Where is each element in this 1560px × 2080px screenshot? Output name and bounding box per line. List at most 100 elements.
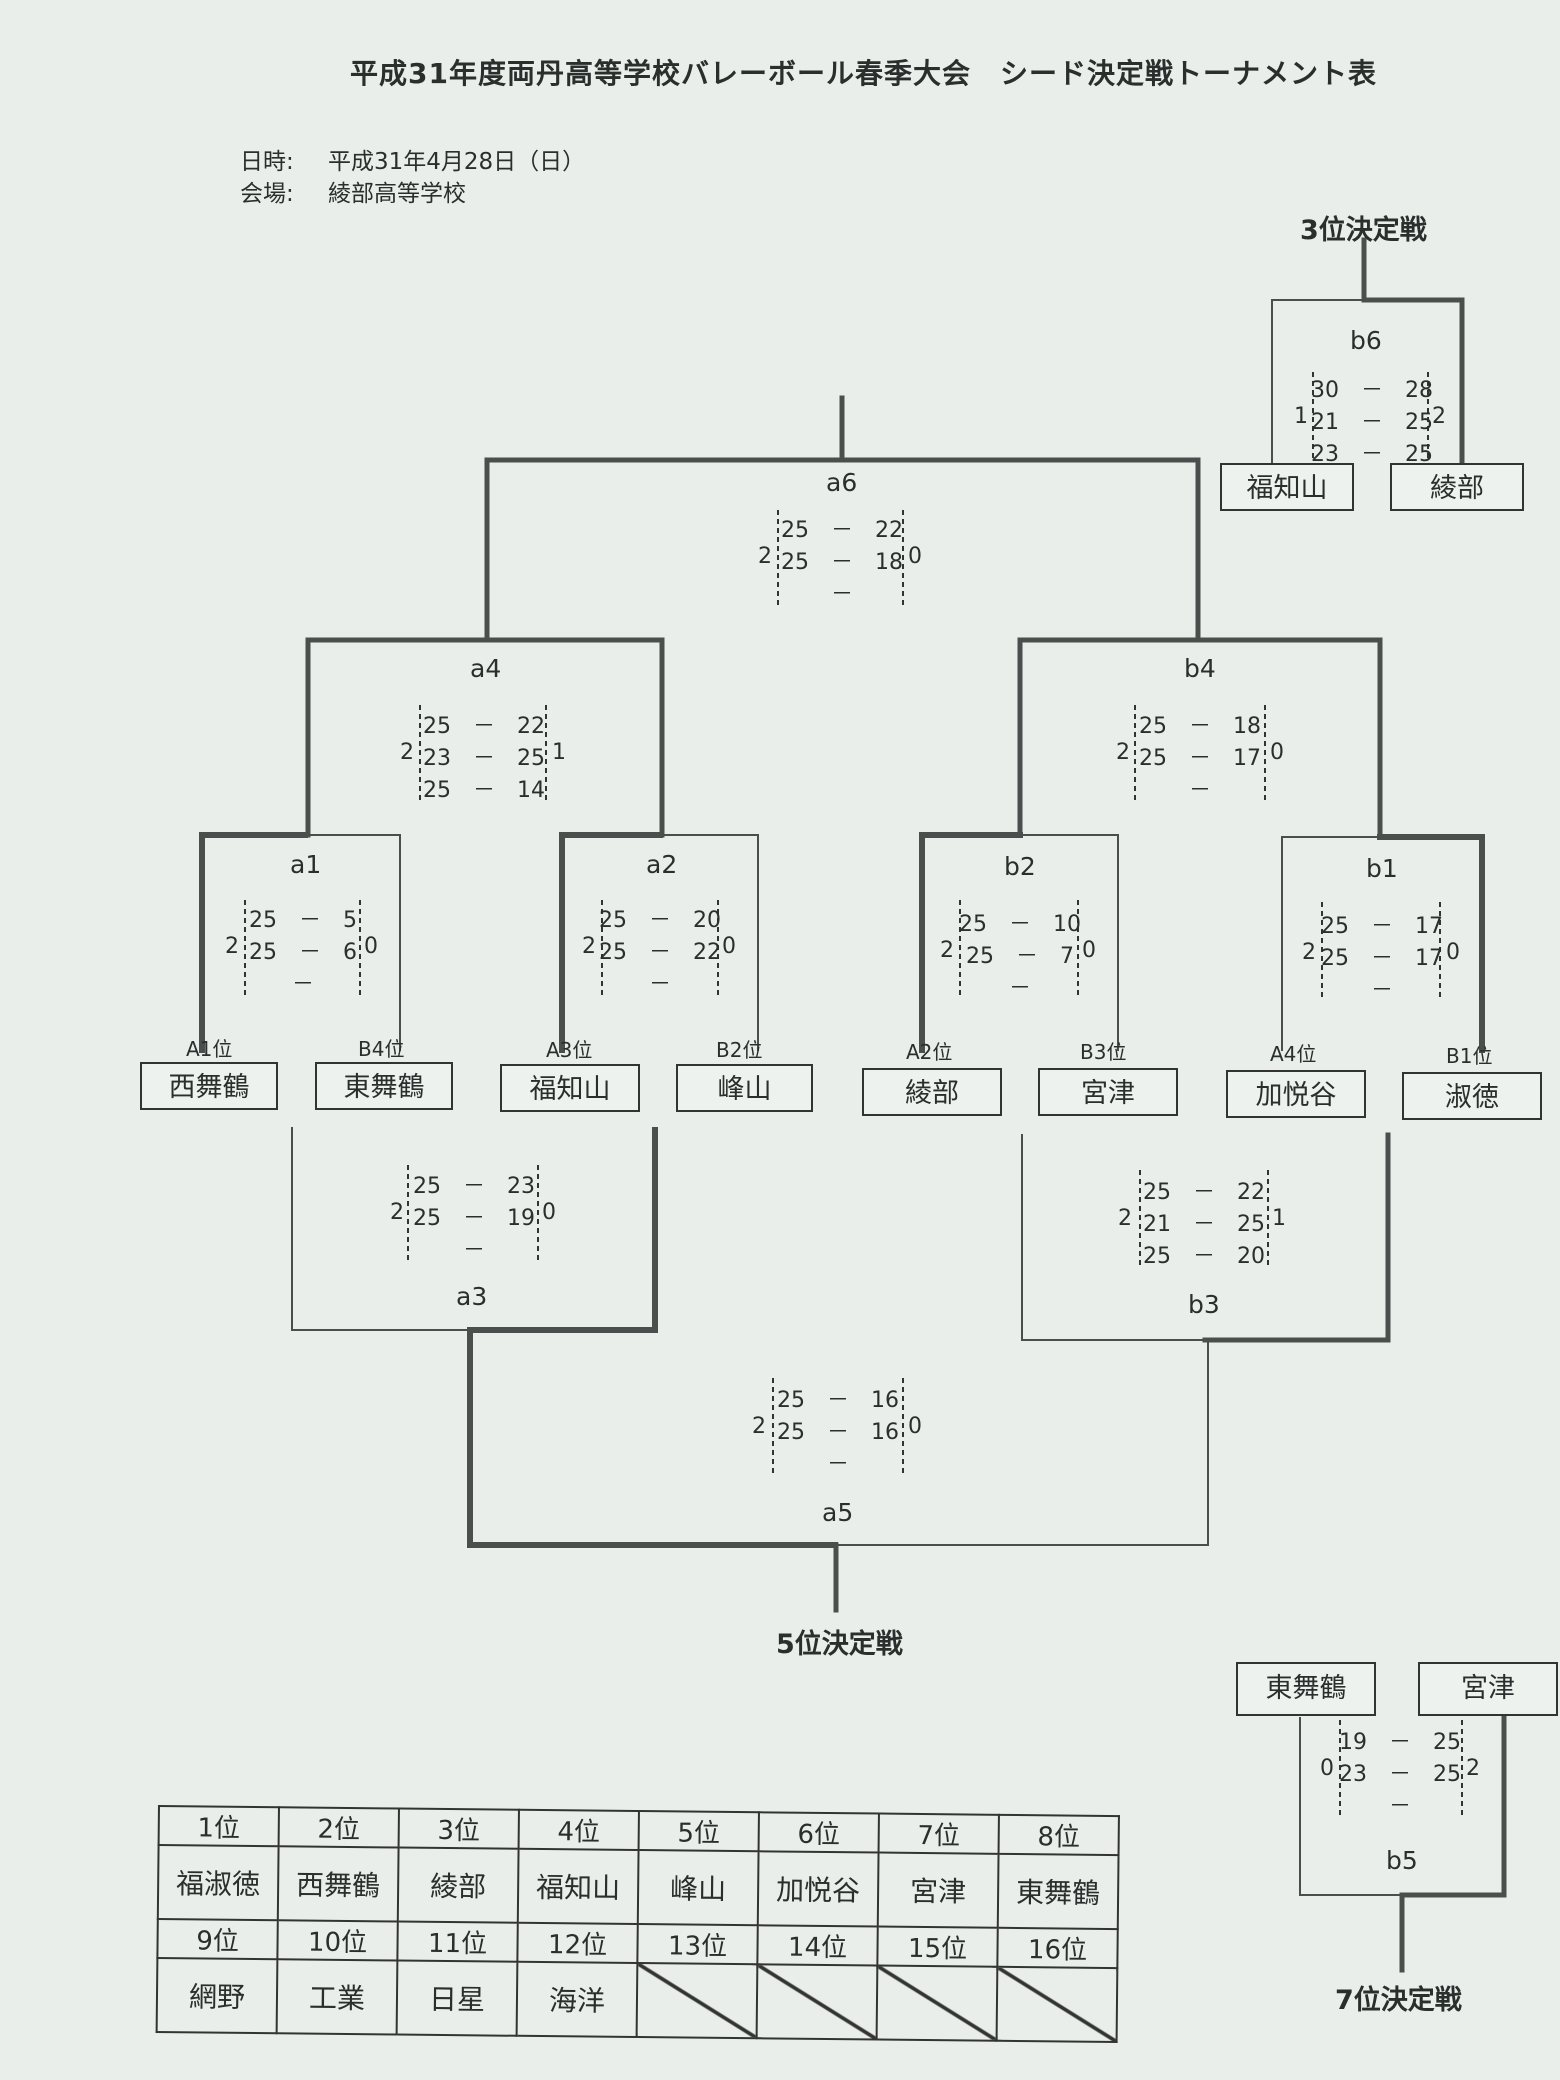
match-a1-left-sets: 2	[225, 934, 239, 959]
rank-cell: 16位	[997, 1927, 1118, 1969]
match-a2-right-sets: 0	[722, 934, 736, 959]
standings-team-row-top: 福淑徳 西舞鶴 綾部 福知山 峰山 加悦谷 宮津 東舞鶴	[157, 1845, 1119, 1930]
match-a3-set3: －	[462, 1238, 485, 1263]
match-a2-label: a2	[646, 850, 678, 879]
team-rank-6: B3位	[1080, 1040, 1127, 1064]
team-cell: 綾部	[397, 1847, 519, 1923]
b6-team-right: 綾部	[1390, 463, 1524, 511]
team-name-4: 峰山	[676, 1064, 813, 1112]
match-b1-set3: －	[1370, 978, 1393, 1003]
match-b1-right-sets: 0	[1446, 940, 1460, 965]
page-title: 平成31年度両丹高等学校バレーボール春季大会 シード決定戦トーナメント表	[350, 57, 1377, 90]
rank-cell: 11位	[397, 1921, 518, 1962]
match-a2-set1: 25 － 20	[599, 908, 721, 933]
team-name-5: 綾部	[862, 1068, 1002, 1116]
match-b2-set1: 25 － 10	[959, 912, 1081, 937]
match-b6-set2: 21 － 25	[1311, 410, 1433, 435]
team-rank-2: B4位	[358, 1037, 405, 1061]
b5-team-right: 宮津	[1418, 1662, 1558, 1716]
team-rank-7: A4位	[1270, 1042, 1317, 1066]
team-rank-5: A2位	[906, 1040, 953, 1064]
rank-cell: 12位	[517, 1922, 638, 1964]
rank-cell: 14位	[757, 1925, 878, 1966]
match-a5-set2: 25 － 16	[777, 1420, 899, 1445]
match-b4-left-sets: 2	[1116, 740, 1130, 765]
venue-value: 綾部高等学校	[328, 181, 466, 207]
rank-cell: 15位	[877, 1926, 998, 1967]
match-a6-set2: 25 － 18	[781, 550, 903, 575]
match-b2-right-sets: 0	[1082, 938, 1096, 963]
match-a5-set1: 25 － 16	[777, 1388, 899, 1413]
match-a3-set2: 25 － 19	[413, 1206, 535, 1231]
team-cell: 福淑徳	[157, 1845, 279, 1921]
match-b4-set3: －	[1188, 778, 1211, 803]
rank-cell: 2位	[278, 1807, 399, 1848]
match-b2-left-sets: 2	[940, 938, 954, 963]
match-a6-set1: 25 － 22	[781, 518, 903, 543]
match-a1-right-sets: 0	[364, 934, 378, 959]
team-name-7: 加悦谷	[1226, 1070, 1366, 1118]
match-b3-set1: 25 － 22	[1143, 1180, 1265, 1205]
seventh-place-label: 7位決定戦	[1335, 1985, 1462, 2016]
match-a1-set3: －	[291, 972, 314, 997]
match-a3-set1: 25 － 23	[413, 1174, 535, 1199]
match-a5-left-sets: 2	[752, 1414, 766, 1439]
match-b2-set2: 25 － 7	[966, 944, 1074, 969]
match-b4-right-sets: 0	[1270, 740, 1284, 765]
match-b1-left-sets: 2	[1302, 940, 1316, 965]
venue-label: 会場:	[240, 181, 294, 207]
rank-cell: 9位	[157, 1919, 278, 1960]
match-a4-set1: 25 － 22	[423, 714, 545, 739]
match-b6-set3: 23 － 25	[1311, 442, 1433, 467]
match-a2-set2: 25 － 22	[599, 940, 721, 965]
match-b1-set1: 25 － 17	[1321, 914, 1443, 939]
rank-cell: 13位	[637, 1924, 758, 1965]
match-b4-set1: 25 － 18	[1139, 714, 1261, 739]
empty-slash-cell	[876, 1965, 998, 2041]
empty-slash-cell	[756, 1964, 878, 2040]
team-rank-3: A3位	[546, 1038, 593, 1062]
match-b5-label: b5	[1386, 1846, 1418, 1875]
match-a6-label: a6	[826, 468, 858, 497]
match-a3-left-sets: 2	[390, 1200, 404, 1225]
standings-table: 1位 2位 3位 4位 5位 6位 7位 8位 福淑徳 西舞鶴 綾部 福知山 峰…	[156, 1805, 1120, 2043]
date-label: 日時:	[240, 149, 294, 175]
match-b6-left-sets: 1	[1294, 404, 1308, 429]
match-b1-set2: 25 － 17	[1321, 946, 1443, 971]
match-b5-left-sets: 0	[1320, 1756, 1334, 1781]
match-a4-left-sets: 2	[400, 740, 414, 765]
match-b3-label: b3	[1188, 1290, 1220, 1319]
rank-cell: 5位	[638, 1811, 759, 1852]
match-b5-set1: 19 － 25	[1339, 1730, 1461, 1755]
match-b4-set2: 25 － 17	[1139, 746, 1261, 771]
match-a1-set1: 25 － 5	[249, 908, 357, 933]
third-place-label: 3位決定戦	[1300, 215, 1427, 246]
team-cell: 網野	[156, 1958, 278, 2034]
team-name-3: 福知山	[500, 1064, 640, 1112]
rank-cell: 6位	[758, 1812, 879, 1853]
rank-cell: 8位	[998, 1814, 1119, 1856]
match-a2-set3: －	[648, 972, 671, 997]
rank-cell: 4位	[518, 1809, 639, 1851]
match-a2-left-sets: 2	[582, 934, 596, 959]
match-a1-set2: 25 － 6	[249, 940, 357, 965]
match-a4-set3: 25 － 14	[423, 778, 545, 803]
match-b5-set2: 23 － 25	[1339, 1762, 1461, 1787]
rank-cell: 7位	[878, 1813, 999, 1854]
match-b5-right-sets: 2	[1466, 1756, 1480, 1781]
date-value: 平成31年4月28日（日）	[328, 149, 586, 175]
match-a5-set3: －	[826, 1452, 849, 1477]
rank-cell: 10位	[277, 1920, 398, 1961]
match-a5-right-sets: 0	[908, 1414, 922, 1439]
match-b3-set3: 25 － 20	[1143, 1244, 1265, 1269]
match-a3-right-sets: 0	[542, 1200, 556, 1225]
match-b4-label: b4	[1184, 654, 1216, 683]
empty-slash-cell	[996, 1966, 1118, 2043]
match-b3-right-sets: 1	[1272, 1206, 1286, 1231]
team-name-1: 西舞鶴	[140, 1062, 278, 1110]
team-rank-4: B2位	[716, 1038, 763, 1062]
match-a3-label: a3	[456, 1282, 488, 1311]
team-cell: 日星	[396, 1960, 518, 2036]
match-a1-label: a1	[290, 850, 322, 879]
